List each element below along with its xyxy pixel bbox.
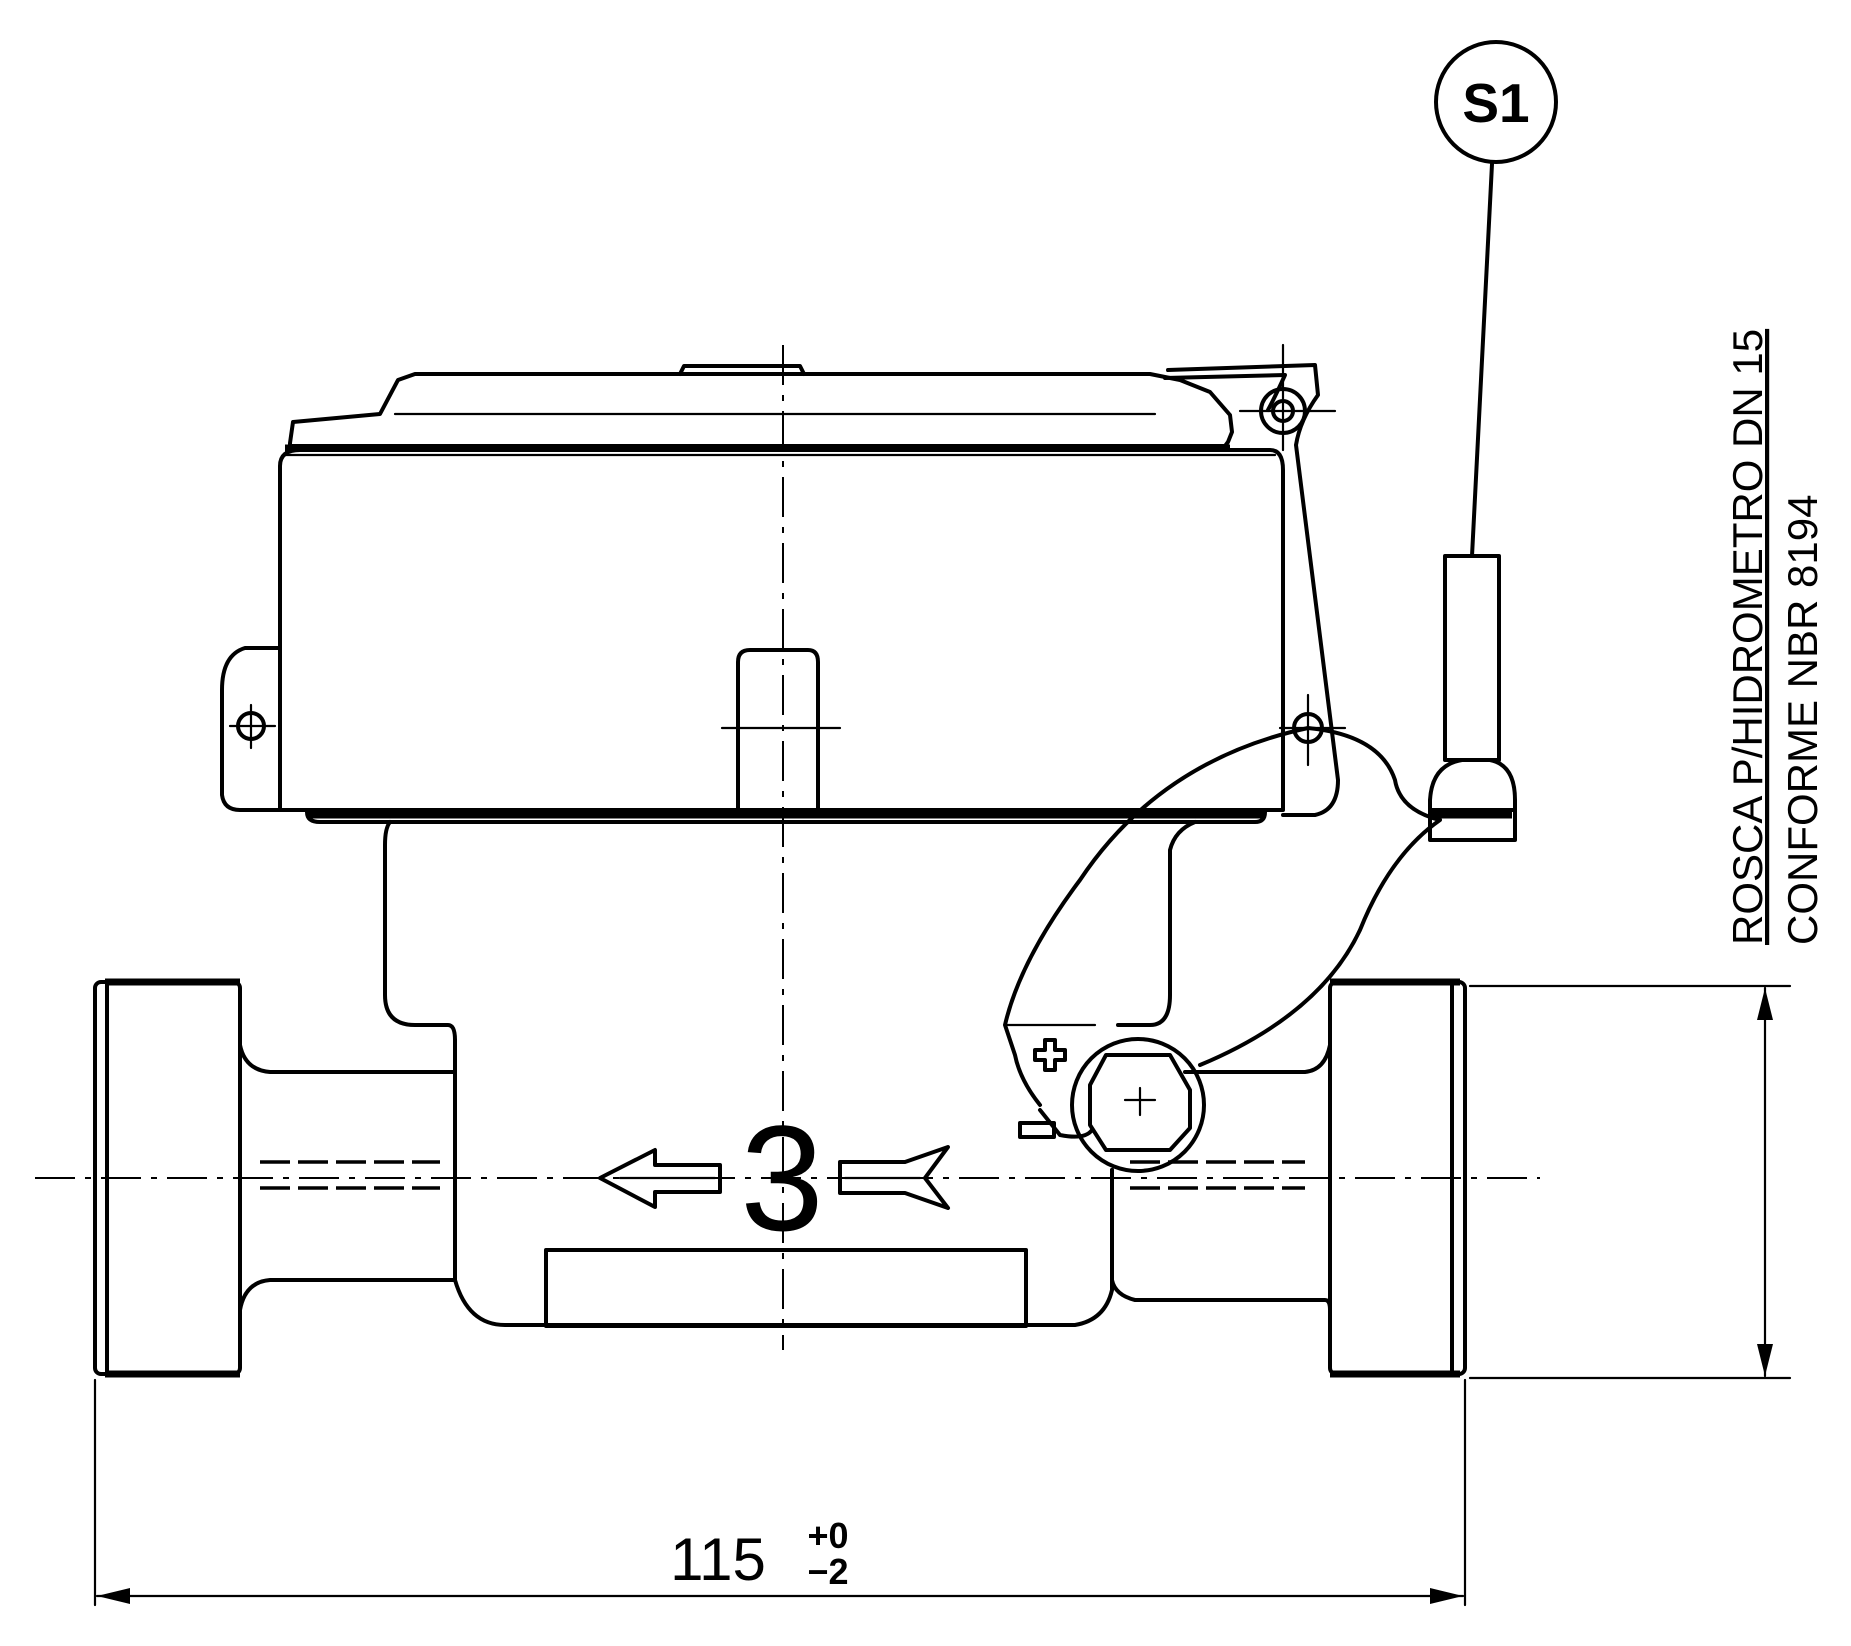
flow-arrow-tail-icon (838, 1145, 950, 1210)
balloon-circle (1434, 40, 1558, 164)
lid-tab (678, 364, 806, 376)
small-tab (1018, 1121, 1056, 1139)
register-window (736, 648, 820, 812)
note-line-1: ROSCA P/HIDROMETRO DN 15 (1724, 329, 1771, 945)
seal-lead-top (1428, 758, 1517, 812)
hinge-arm (1166, 363, 1340, 817)
small-cross-mark (1033, 1038, 1067, 1072)
seal-tag (1443, 554, 1501, 762)
meter-neck-right (1116, 820, 1197, 1027)
centerlines (35, 345, 1540, 1350)
dim-tol-lower: −2 (807, 1551, 848, 1592)
connector-height-dimension (1468, 984, 1792, 1380)
register-housing (278, 448, 1285, 812)
flow-arrow-left-icon (598, 1148, 722, 1209)
thread-note: ROSCA P/HIDROMETRO DN 15 CONFORME NBR 81… (1724, 329, 1826, 945)
meter-neck (383, 820, 457, 1062)
right-connector (1328, 978, 1467, 1378)
seal-lead-base (1428, 808, 1517, 842)
note-line-2: CONFORME NBR 8194 (1779, 495, 1826, 945)
balloon-leader (1470, 162, 1494, 558)
drain-plug (1003, 1023, 1206, 1173)
dim-nominal: 115 (670, 1526, 766, 1593)
flow-number: 3 (740, 1094, 823, 1262)
dim-arrow-right (1430, 1588, 1463, 1604)
nameplate (544, 1248, 1028, 1328)
main-chamber (453, 1038, 1114, 1327)
register-base-flange (305, 810, 1267, 824)
seal-assembly: S1 (1003, 40, 1558, 1139)
left-mount-ear (220, 646, 282, 812)
plug-hex (1088, 1053, 1192, 1152)
balloon-label: S1 (1462, 72, 1529, 134)
lid-cover (288, 372, 1234, 448)
right-pipe (1110, 1168, 1332, 1312)
vdim-arrow-bottom (1757, 1344, 1773, 1376)
vdim-arrow-top (1757, 988, 1773, 1020)
right-pipe-top (1183, 1043, 1332, 1074)
meter-body (93, 364, 1467, 1378)
dim-tol-upper: +0 (807, 1515, 848, 1556)
seal-wire-loop-left (1003, 726, 1310, 1107)
overall-length-dimension: 115 +0 −2 (93, 1378, 1467, 1607)
seal-wire-loop-right (1198, 726, 1442, 1067)
flow-indicator: 3 (598, 1094, 950, 1262)
plug-outer-circle (1070, 1037, 1206, 1173)
left-connector (93, 978, 242, 1378)
dim-arrow-left (97, 1588, 130, 1604)
